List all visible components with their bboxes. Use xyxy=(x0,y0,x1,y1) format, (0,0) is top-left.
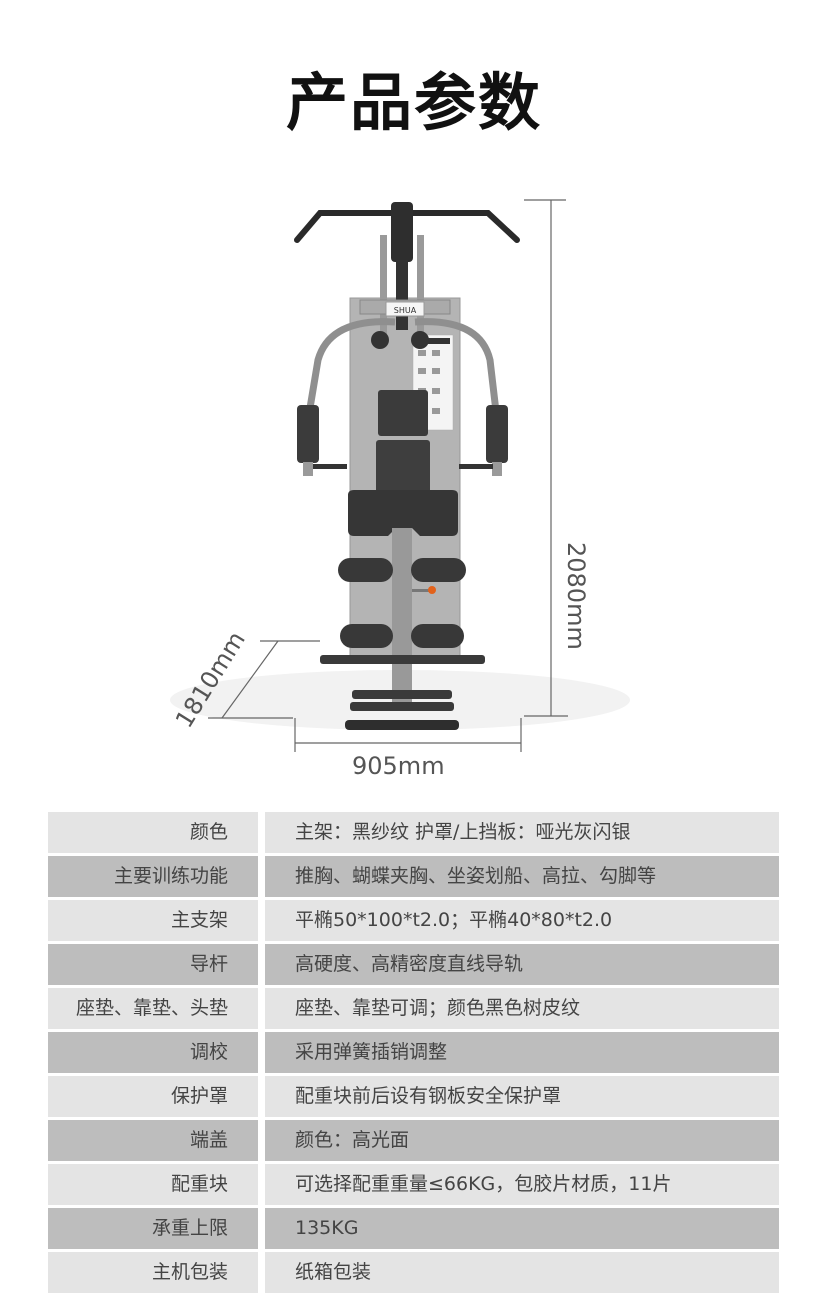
gym-machine-illustration: SHUA xyxy=(170,199,630,752)
spec-label: 导杆 xyxy=(48,944,258,985)
spec-value: 纸箱包装 xyxy=(265,1252,779,1293)
spec-value: 座垫、靠垫可调；颜色黑色树皮纹 xyxy=(265,988,779,1029)
spec-table: 颜色主架：黑纱纹 护罩/上挡板：哑光灰闪银 主要训练功能推胸、蝴蝶夹胸、坐姿划船… xyxy=(48,812,779,1296)
spec-value: 主架：黑纱纹 护罩/上挡板：哑光灰闪银 xyxy=(265,812,779,853)
spec-value: 配重块前后设有钢板安全保护罩 xyxy=(265,1076,779,1117)
spec-row-guide-rod: 导杆高硬度、高精密度直线导轨 xyxy=(48,944,779,985)
spec-label: 调校 xyxy=(48,1032,258,1073)
spec-row-functions: 主要训练功能推胸、蝴蝶夹胸、坐姿划船、高拉、勾脚等 xyxy=(48,856,779,897)
spec-row-adjustment: 调校采用弹簧插销调整 xyxy=(48,1032,779,1073)
spec-value: 颜色：高光面 xyxy=(265,1120,779,1161)
spec-value: 推胸、蝴蝶夹胸、坐姿划船、高拉、勾脚等 xyxy=(265,856,779,897)
spec-row-weight-stack: 配重块可选择配重重量≤66KG，包胶片材质，11片 xyxy=(48,1164,779,1205)
spec-row-packaging: 主机包装纸箱包装 xyxy=(48,1252,779,1293)
spec-value: 平椭50*100*t2.0；平椭40*80*t2.0 xyxy=(265,900,779,941)
spec-label: 配重块 xyxy=(48,1164,258,1205)
spec-label: 承重上限 xyxy=(48,1208,258,1249)
product-image: SHUA xyxy=(0,170,828,800)
spec-row-end-cap: 端盖颜色：高光面 xyxy=(48,1120,779,1161)
spec-label: 保护罩 xyxy=(48,1076,258,1117)
svg-text:SHUA: SHUA xyxy=(394,306,417,315)
spec-value: 135KG xyxy=(265,1208,779,1249)
spec-label: 主支架 xyxy=(48,900,258,941)
spec-label: 颜色 xyxy=(48,812,258,853)
spec-row-shroud: 保护罩配重块前后设有钢板安全保护罩 xyxy=(48,1076,779,1117)
spec-value: 采用弹簧插销调整 xyxy=(265,1032,779,1073)
page-title: 产品参数 xyxy=(285,66,542,139)
spec-row-main-frame: 主支架平椭50*100*t2.0；平椭40*80*t2.0 xyxy=(48,900,779,941)
spec-row-color: 颜色主架：黑纱纹 护罩/上挡板：哑光灰闪银 xyxy=(48,812,779,853)
spec-label: 主机包装 xyxy=(48,1252,258,1293)
spec-label: 座垫、靠垫、头垫 xyxy=(48,988,258,1029)
spec-value: 高硬度、高精密度直线导轨 xyxy=(265,944,779,985)
spec-label: 主要训练功能 xyxy=(48,856,258,897)
spec-row-pads: 座垫、靠垫、头垫座垫、靠垫可调；颜色黑色树皮纹 xyxy=(48,988,779,1029)
height-dimension-label: 2080mm xyxy=(562,542,590,650)
spec-label: 端盖 xyxy=(48,1120,258,1161)
width-dimension-label: 905mm xyxy=(352,752,445,780)
spec-value: 可选择配重重量≤66KG，包胶片材质，11片 xyxy=(265,1164,779,1205)
